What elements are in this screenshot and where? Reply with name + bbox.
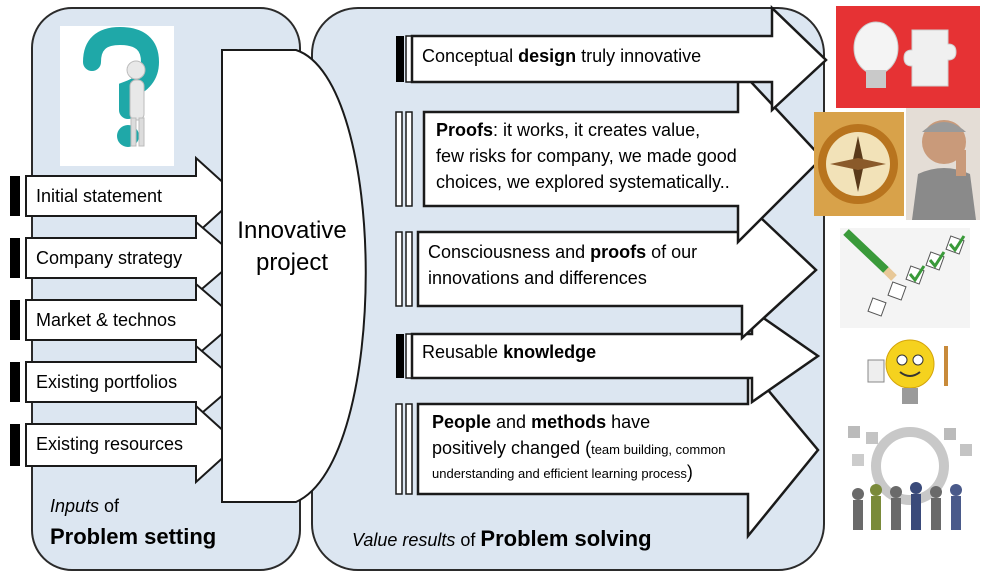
innovative-project-shape: [221, 49, 367, 503]
center-line2: project: [256, 249, 328, 276]
thinking-man-image: [906, 108, 980, 220]
result-arrow-knowledge: Reusable knowledge: [396, 307, 821, 405]
svg-text:understanding and efficient le: understanding and efficient learning pro…: [432, 462, 693, 482]
checklist-image: [840, 228, 970, 328]
inputs-caption-line1: Inputs of: [50, 496, 120, 516]
input-arrow: Existing portfolios: [10, 343, 240, 421]
svg-text:Consciousness and proofs of ou: Consciousness and proofs of our: [428, 242, 697, 262]
svg-text:Conceptual design truly innova: Conceptual design truly innovative: [422, 46, 701, 66]
result-arrow-design: Conceptual design truly innovative: [396, 5, 828, 113]
results-caption: Value results of Problem solving: [352, 526, 652, 551]
input-arrow: Market & technos: [10, 281, 240, 359]
svg-text:Proofs: it works, it creates v: Proofs: it works, it creates value,: [436, 120, 700, 140]
idea-bulb-image: [864, 332, 956, 414]
inputs-caption-line2: Problem setting: [50, 524, 216, 549]
input-arrow: Company strategy: [10, 219, 240, 297]
team-puzzle-image: [840, 418, 980, 540]
svg-text:few risks for company, we made: few risks for company, we made good: [436, 146, 737, 166]
result-arrow-people: People and methods have positively chang…: [395, 362, 820, 540]
input-label: Existing resources: [36, 434, 183, 454]
svg-text:innovations and differences: innovations and differences: [428, 268, 647, 288]
result-arrow-proofs: Proofs: it works, it creates value, few …: [395, 64, 824, 246]
input-label: Company strategy: [36, 248, 182, 268]
svg-text:Reusable knowledge: Reusable knowledge: [422, 342, 596, 362]
input-label: Initial statement: [36, 186, 162, 206]
svg-text:positively changed (team build: positively changed (team building, commo…: [432, 438, 726, 458]
svg-text:People and methods have: People and methods have: [432, 412, 650, 432]
svg-text:choices, we explored systemati: choices, we explored systematically..: [436, 172, 730, 192]
center-line1: Innovative: [237, 217, 346, 244]
input-label: Existing portfolios: [36, 372, 177, 392]
input-arrow: Initial statement: [10, 155, 240, 237]
question-figure-image: [60, 26, 174, 166]
input-label: Market & technos: [36, 310, 176, 330]
input-arrow: Existing resources: [10, 403, 240, 485]
compass-image: [814, 112, 904, 216]
result-arrow-consciousness: Consciousness and proofs of our innovati…: [395, 197, 818, 341]
lightbulb-puzzle-image: [836, 6, 980, 108]
